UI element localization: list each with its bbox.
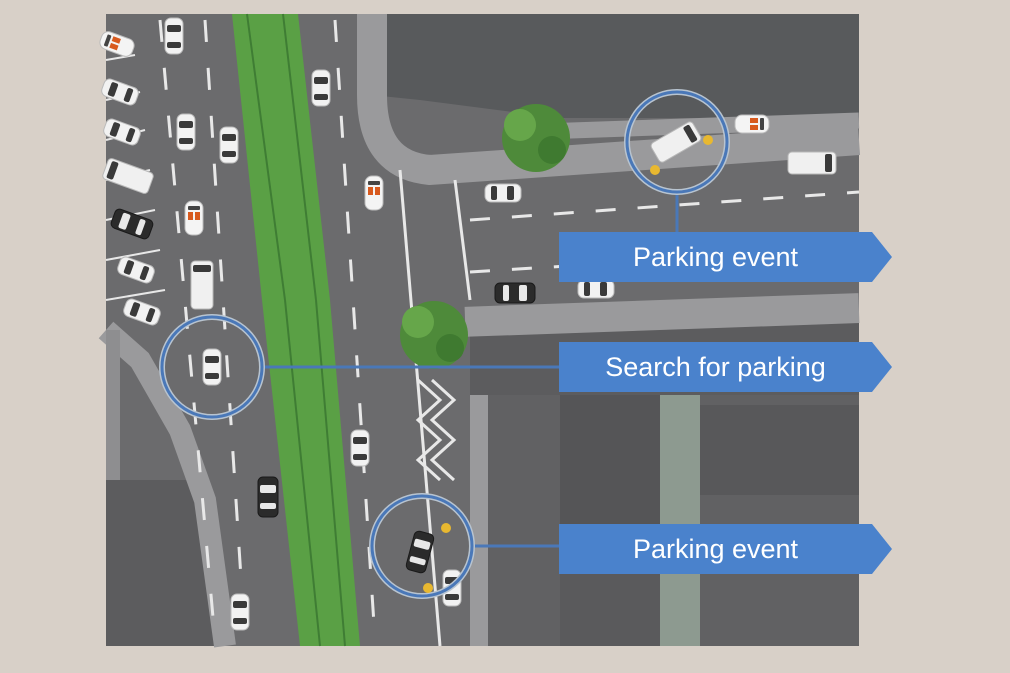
parking-event-text: Parking event bbox=[632, 241, 799, 272]
parking-event-label-top: Parking event bbox=[559, 232, 892, 282]
location-ring-icon bbox=[369, 493, 562, 599]
tree-icon bbox=[400, 301, 468, 369]
parking-event-text: Parking event bbox=[632, 533, 799, 564]
location-ring-icon bbox=[159, 314, 562, 420]
search-for-parking-text: Search for parking bbox=[605, 351, 826, 382]
tree-icon bbox=[502, 104, 570, 172]
parking-event-label-bottom: Parking event bbox=[559, 524, 892, 574]
search-for-parking-label: Search for parking bbox=[559, 342, 892, 392]
location-ring-icon bbox=[624, 89, 730, 232]
